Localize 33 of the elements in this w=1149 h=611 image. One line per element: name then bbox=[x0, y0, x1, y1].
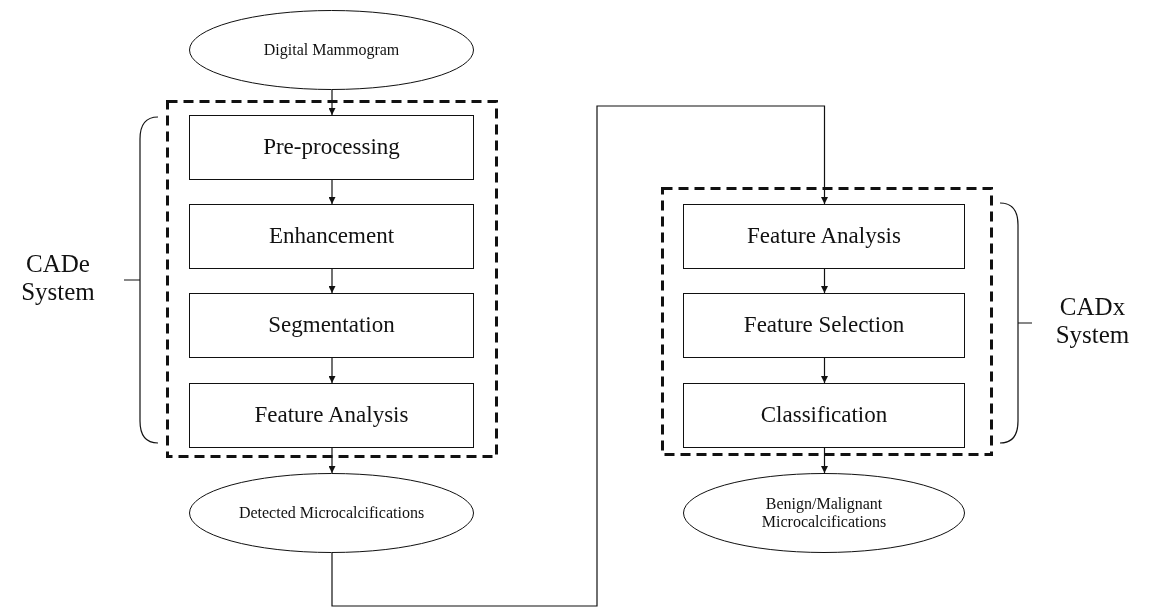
arrow bbox=[328, 179, 336, 205]
arrow bbox=[331, 105, 828, 607]
node-label: Feature Analysis bbox=[254, 402, 409, 429]
terminal-ellipse bbox=[189, 10, 474, 90]
process-box bbox=[189, 293, 474, 358]
terminal-ellipse bbox=[683, 473, 965, 553]
node-label: Feature Analysis bbox=[747, 223, 901, 250]
arrow bbox=[821, 268, 828, 294]
process-box bbox=[189, 115, 474, 180]
group-label: CADe System bbox=[20, 250, 96, 306]
node-label: Digital Mammogram bbox=[263, 40, 400, 60]
node-label: Pre-processing bbox=[263, 134, 400, 161]
process-box bbox=[683, 204, 965, 269]
node-label: Enhancement bbox=[268, 223, 395, 250]
process-box bbox=[189, 383, 474, 448]
process-box bbox=[683, 383, 965, 448]
dashed-group-frame bbox=[661, 187, 993, 456]
arrow bbox=[328, 357, 336, 384]
node-label: Detected Microcalcifications bbox=[238, 503, 425, 523]
terminal-ellipse bbox=[189, 473, 474, 553]
arrow bbox=[328, 268, 336, 294]
arrow bbox=[821, 447, 828, 474]
arrow bbox=[328, 447, 336, 474]
node-label: Feature Selection bbox=[743, 312, 905, 339]
process-box bbox=[189, 204, 474, 269]
group-label: CADx System bbox=[1054, 293, 1131, 349]
node-label: Classification bbox=[760, 402, 888, 429]
node-label: Benign/Malignant Microcalcifications bbox=[760, 494, 888, 532]
arrow bbox=[328, 89, 336, 116]
node-label: Segmentation bbox=[268, 312, 395, 339]
process-box bbox=[683, 293, 965, 358]
arrow bbox=[821, 357, 828, 384]
dashed-group-frame bbox=[166, 100, 498, 458]
